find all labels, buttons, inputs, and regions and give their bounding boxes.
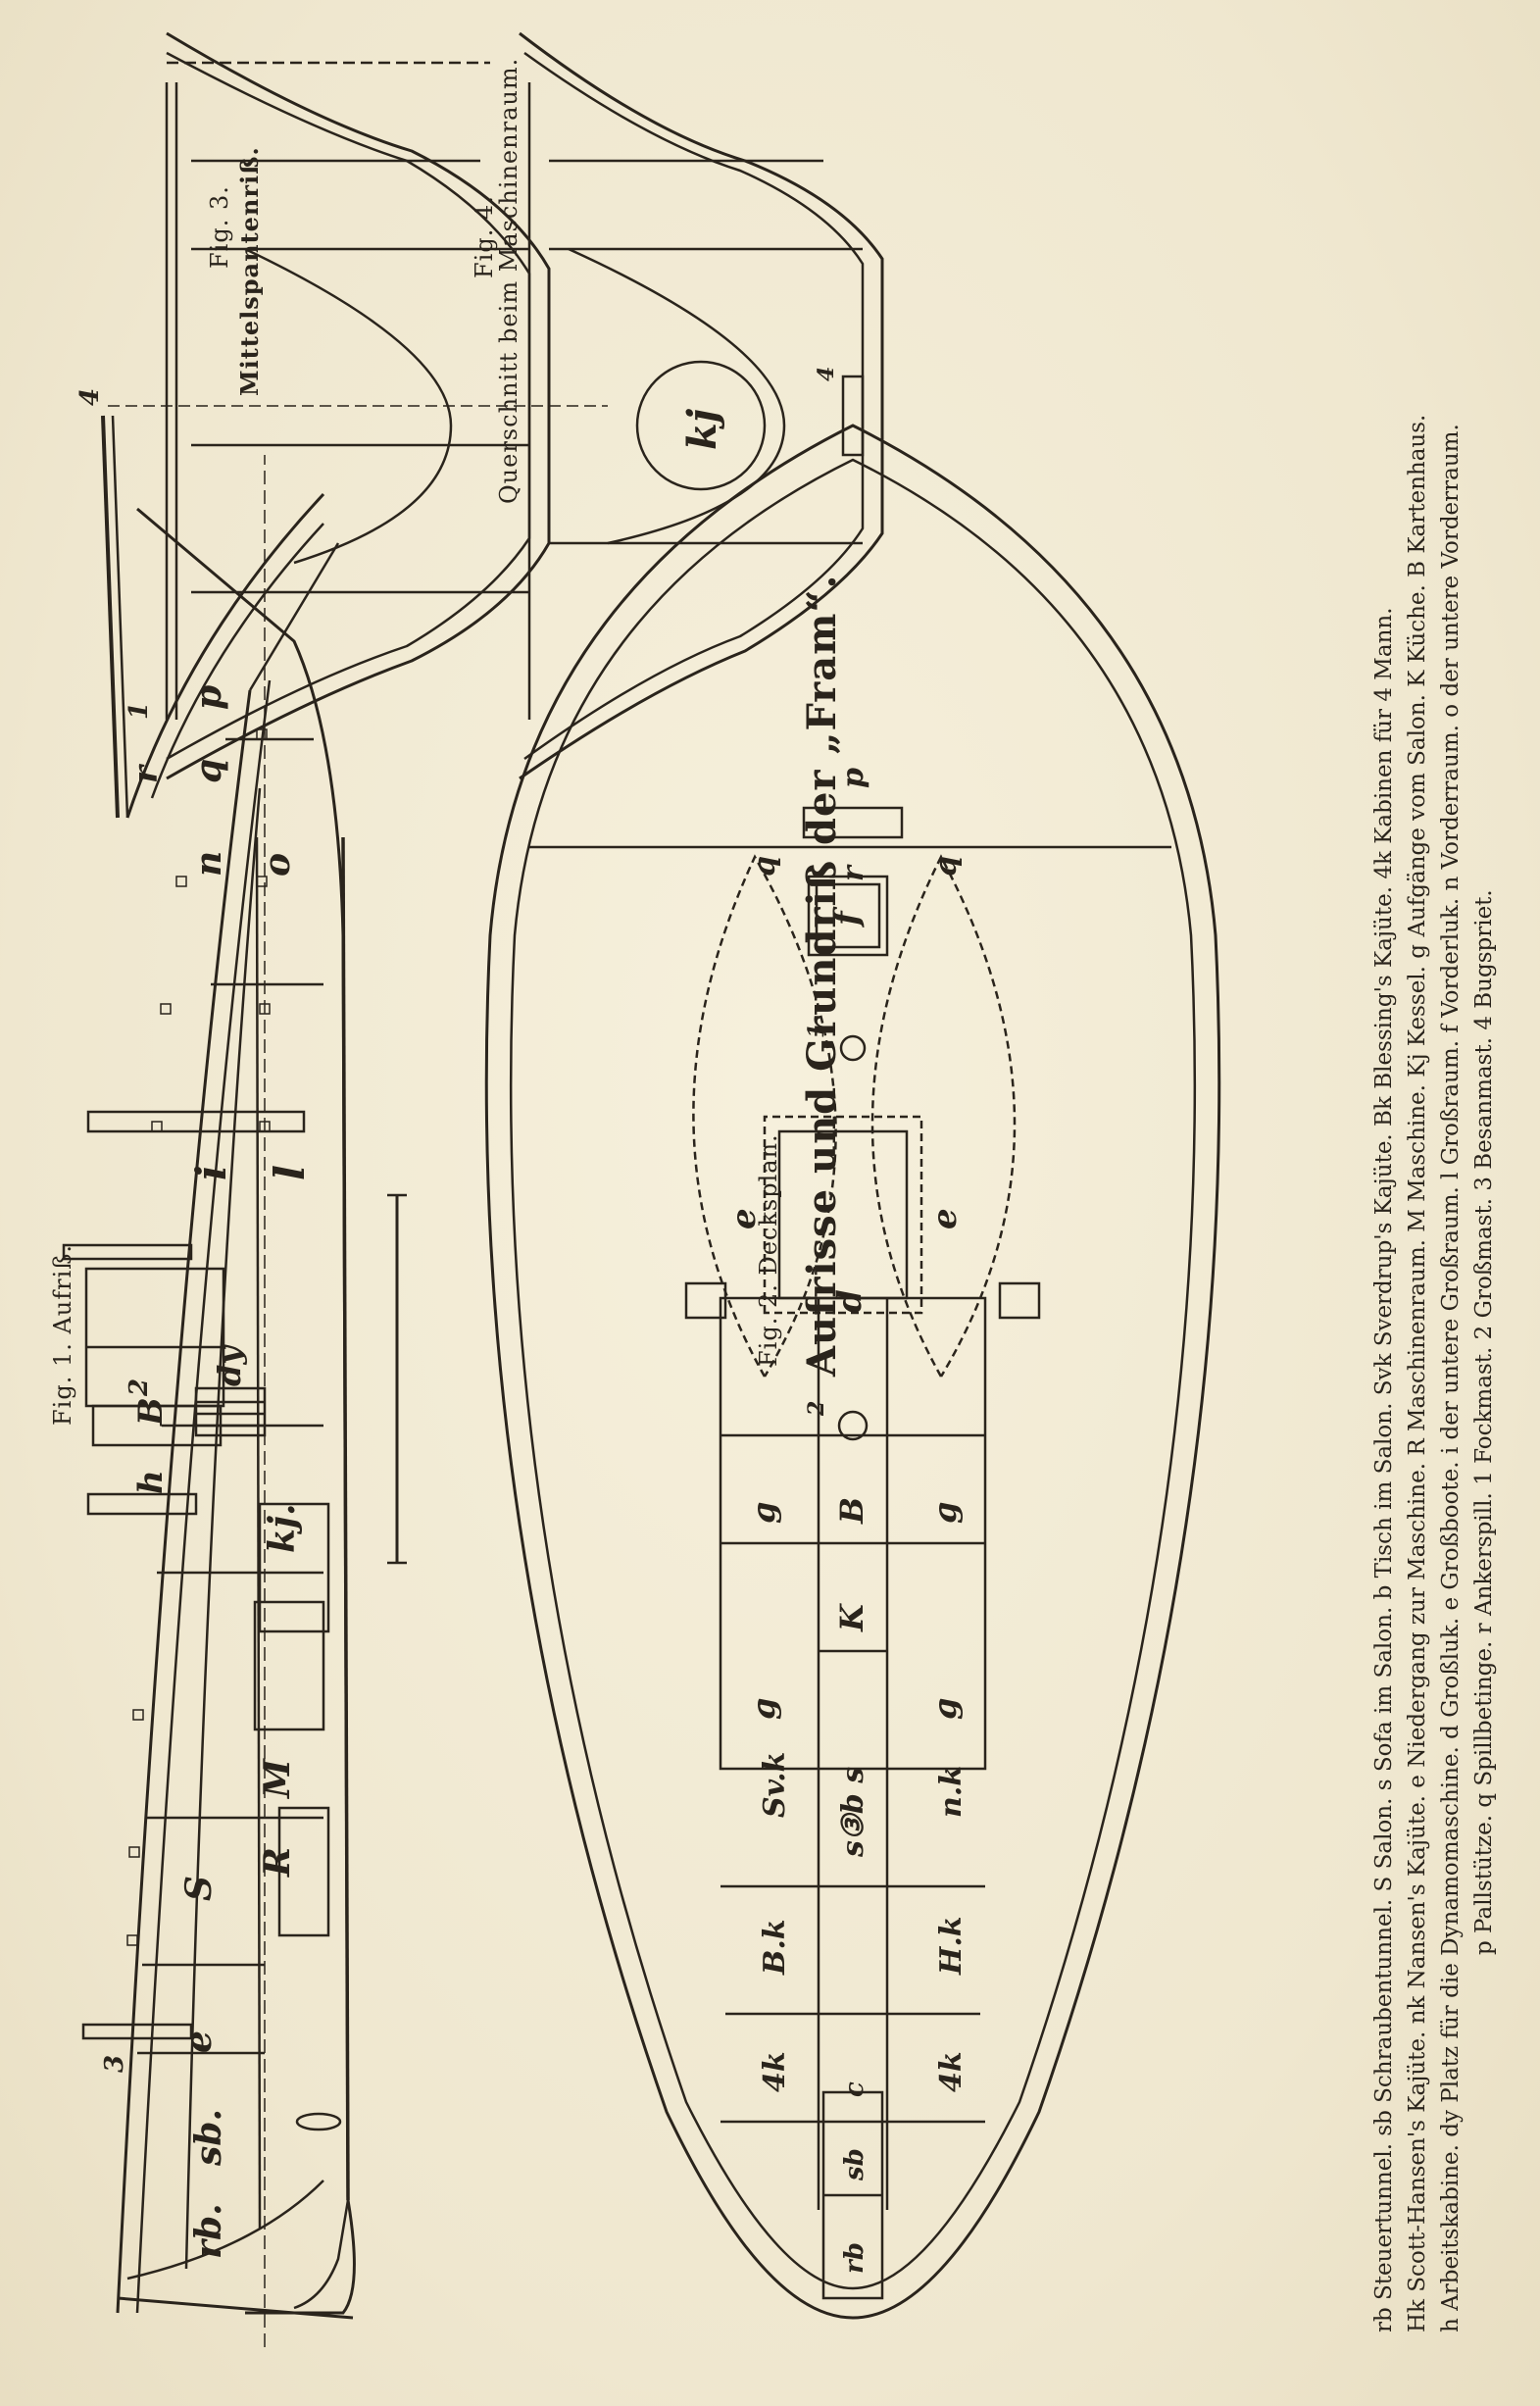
label-rb: rb. — [188, 2203, 229, 2259]
label-dy: dy — [211, 1344, 248, 1386]
label-4k-b: 4k — [934, 2051, 969, 2092]
label-e-boat-a: e — [724, 1208, 764, 1229]
label-B: B — [131, 1397, 171, 1427]
label-d-hatch: d — [830, 1289, 869, 1313]
label-q-deck-a: q — [748, 856, 782, 877]
label-mast-2: 2 — [124, 1378, 154, 1397]
label-4k-a: 4k — [758, 2051, 792, 2092]
label-i: i — [187, 1165, 235, 1180]
label-mast-4: 4 — [75, 388, 105, 406]
label-g-1: g — [745, 1698, 782, 1720]
label-mast-4-deck: 4 — [814, 367, 839, 381]
label-p-deck: p — [836, 768, 870, 788]
label-sb-deck: sb — [840, 2148, 869, 2181]
label-mast-3: 3 — [100, 2055, 129, 2073]
label-bk: B.k — [758, 1919, 792, 1976]
label-c-deck: c — [840, 2081, 869, 2097]
label-mast-2-deck: 2 — [804, 1401, 829, 1417]
label-nk: n.k — [934, 1766, 969, 1818]
label-R: R — [257, 1847, 298, 1878]
label-e: e — [178, 2030, 220, 2053]
label-sofa-table: s③b s — [836, 1767, 870, 1858]
label-l: l — [266, 1165, 314, 1180]
label-q: q — [188, 759, 229, 783]
engine-room-section — [519, 31, 884, 780]
deck-plan — [484, 375, 1221, 2320]
midship-section — [108, 31, 608, 780]
label-rb-deck: rb — [840, 2242, 869, 2274]
label-q-deck-b: q — [929, 856, 964, 877]
label-g-4: g — [926, 1502, 964, 1524]
label-mast-1: 1 — [124, 702, 154, 720]
label-f-hatch: f — [827, 906, 867, 927]
label-B-deck: B — [833, 1497, 870, 1525]
label-r: r — [126, 764, 166, 783]
label-p: p — [188, 685, 229, 710]
label-svk: Sv.k — [758, 1752, 792, 1818]
label-kj-section: kj — [679, 408, 725, 450]
label-e-boat-b: e — [925, 1208, 965, 1229]
label-kj: kj. — [262, 1503, 303, 1553]
label-r-deck: r — [836, 864, 870, 881]
label-o: o — [257, 853, 298, 877]
label-sb: sb. — [188, 2109, 229, 2167]
label-h: h — [131, 1470, 171, 1494]
label-K-deck: K — [833, 1603, 870, 1632]
label-M: M — [257, 1758, 298, 1800]
label-mast-1-deck: 1 — [804, 1024, 829, 1038]
label-hk: H.k — [934, 1916, 969, 1976]
label-S: S — [178, 1876, 220, 1901]
label-g-3: g — [745, 1502, 782, 1524]
label-g-2: g — [926, 1698, 964, 1720]
label-n: n — [188, 851, 229, 877]
